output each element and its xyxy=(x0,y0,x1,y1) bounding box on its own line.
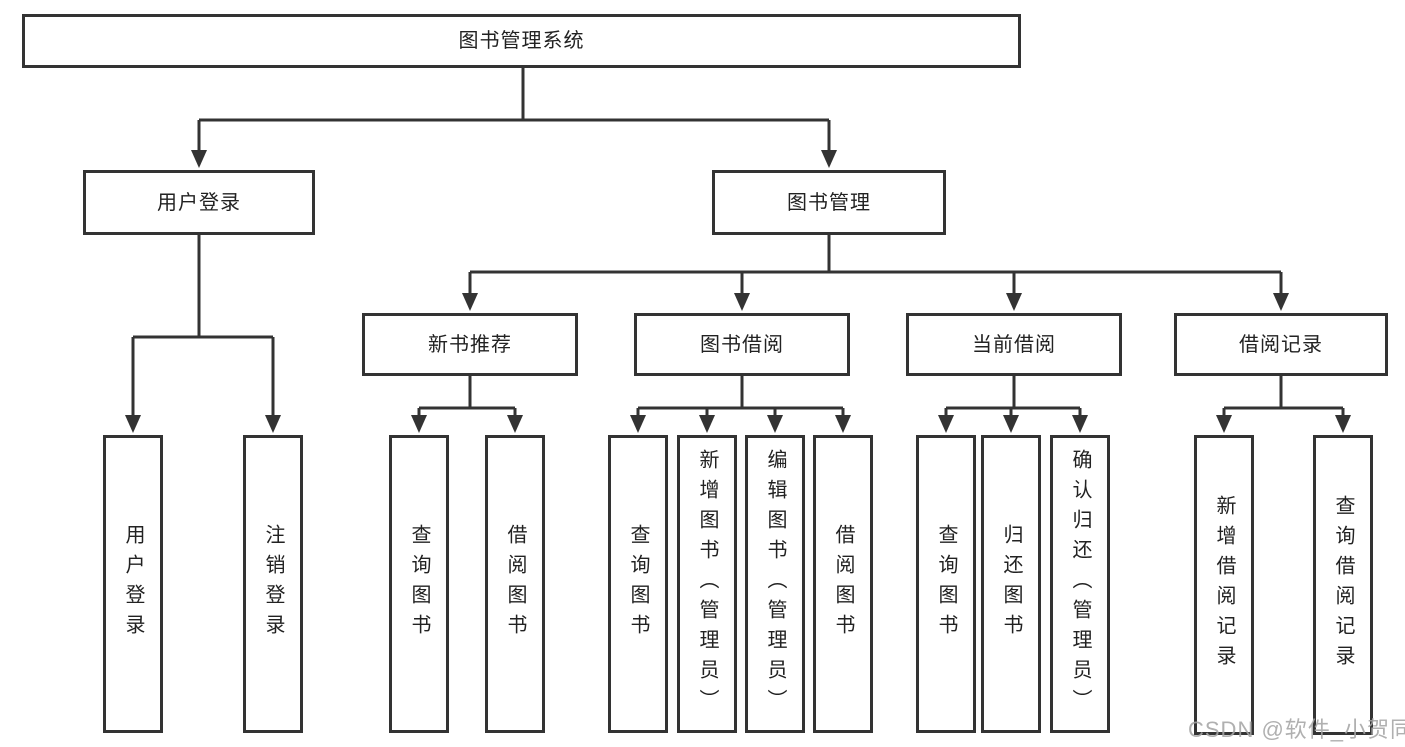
node-root: 图书管理系统 xyxy=(22,14,1021,68)
leaf-query-books-current-label: 查询图书 xyxy=(935,524,957,644)
leaf-return-book: 归还图书 xyxy=(981,435,1041,733)
arrowhead xyxy=(125,415,141,433)
arrowhead xyxy=(462,293,478,311)
node-new-book-recommend: 新书推荐 xyxy=(362,313,578,376)
leaf-confirm-return-admin: 确认归还（管理员） xyxy=(1050,435,1110,733)
arrowhead xyxy=(1006,293,1022,311)
leaf-borrow-books-label: 借阅图书 xyxy=(832,524,854,644)
leaf-query-books-borrow: 查询图书 xyxy=(608,435,668,733)
leaf-add-borrow-record-label: 新增借阅记录 xyxy=(1213,495,1235,675)
leaf-query-books-recommend: 查询图书 xyxy=(389,435,449,733)
leaf-logout: 注销登录 xyxy=(243,435,303,733)
leaf-add-book-admin: 新增图书（管理员） xyxy=(677,435,737,733)
node-book-management: 图书管理 xyxy=(712,170,946,235)
arrowhead xyxy=(1273,293,1289,311)
arrowhead xyxy=(507,415,523,433)
node-root-label: 图书管理系统 xyxy=(458,30,585,52)
node-book-management-label: 图书管理 xyxy=(787,191,871,214)
arrowhead xyxy=(938,415,954,433)
leaf-return-book-label: 归还图书 xyxy=(1000,524,1022,644)
leaf-add-book-admin-label: 新增图书（管理员） xyxy=(696,449,718,719)
arrowhead xyxy=(1335,415,1351,433)
arrowhead xyxy=(835,415,851,433)
arrowhead xyxy=(191,150,207,168)
watermark: CSDN @软件_小贺同学 xyxy=(1188,717,1405,742)
arrowhead xyxy=(1216,415,1232,433)
leaf-borrow-books: 借阅图书 xyxy=(813,435,873,733)
node-book-borrow: 图书借阅 xyxy=(634,313,850,376)
leaf-user-login-label: 用户登录 xyxy=(122,524,144,644)
leaf-edit-book-admin-label: 编辑图书（管理员） xyxy=(764,449,786,719)
arrowhead xyxy=(630,415,646,433)
arrowhead xyxy=(734,293,750,311)
arrowhead xyxy=(767,415,783,433)
arrowheads xyxy=(125,150,1351,433)
leaf-query-borrow-record-label: 查询借阅记录 xyxy=(1332,495,1354,675)
leaf-borrow-books-recommend-label: 借阅图书 xyxy=(504,524,526,644)
leaf-query-books-borrow-label: 查询图书 xyxy=(627,524,649,644)
arrowhead xyxy=(411,415,427,433)
arrowhead xyxy=(265,415,281,433)
node-book-borrow-label: 图书借阅 xyxy=(700,333,784,356)
arrowhead xyxy=(821,150,837,168)
node-borrow-records-label: 借阅记录 xyxy=(1239,333,1323,356)
leaf-user-login: 用户登录 xyxy=(103,435,163,733)
leaf-add-borrow-record: 新增借阅记录 xyxy=(1194,435,1254,735)
node-new-book-recommend-label: 新书推荐 xyxy=(428,333,512,356)
arrowhead xyxy=(1072,415,1088,433)
node-current-borrow: 当前借阅 xyxy=(906,313,1122,376)
node-current-borrow-label: 当前借阅 xyxy=(972,333,1056,356)
leaf-logout-label: 注销登录 xyxy=(262,524,284,644)
leaf-query-books-current: 查询图书 xyxy=(916,435,976,733)
node-user-login-label: 用户登录 xyxy=(157,191,241,214)
leaf-borrow-books-recommend: 借阅图书 xyxy=(485,435,545,733)
arrowhead xyxy=(1003,415,1019,433)
leaf-edit-book-admin: 编辑图书（管理员） xyxy=(745,435,805,733)
leaf-confirm-return-admin-label: 确认归还（管理员） xyxy=(1069,449,1091,719)
leaf-query-books-recommend-label: 查询图书 xyxy=(408,524,430,644)
arrowhead xyxy=(699,415,715,433)
node-borrow-records: 借阅记录 xyxy=(1174,313,1388,376)
leaf-query-borrow-record: 查询借阅记录 xyxy=(1313,435,1373,735)
node-user-login: 用户登录 xyxy=(83,170,315,235)
